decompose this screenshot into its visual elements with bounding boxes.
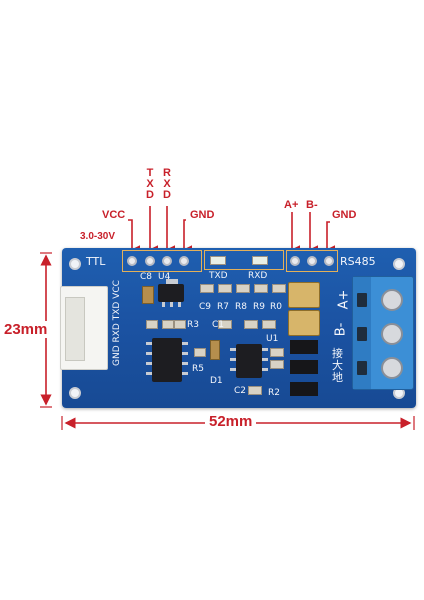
mount-hole xyxy=(69,258,81,270)
vcc-arrow xyxy=(128,219,140,255)
driver-chip xyxy=(236,344,262,378)
b-minus-silk: B- xyxy=(333,322,349,337)
c1-silk: C1 xyxy=(212,320,225,330)
txd-label: T X D xyxy=(144,168,156,201)
smd-part xyxy=(162,320,174,329)
rs485-silk: RS485 xyxy=(340,255,376,268)
led-outline xyxy=(204,250,284,270)
r8-silk: R8 xyxy=(235,302,247,312)
u4-silk: U4 xyxy=(158,272,171,282)
b-minus-label: B- xyxy=(306,199,318,211)
r2-silk: R2 xyxy=(268,388,280,398)
a-plus-label: A+ xyxy=(284,199,299,211)
regulator-chip xyxy=(158,284,184,302)
jst-connector xyxy=(60,286,108,370)
terminal-screw xyxy=(381,357,403,379)
smd-part xyxy=(146,320,158,329)
txd-letter-t: T xyxy=(146,167,154,179)
txd-letter-d: D xyxy=(146,189,154,201)
header-pad-gnd2 xyxy=(324,256,334,266)
gnd-left-label: GND xyxy=(190,209,215,221)
gnd-right-label: GND xyxy=(332,209,357,221)
vcc-label: VCC xyxy=(102,209,126,221)
smd-part xyxy=(254,284,268,293)
a-plus-silk: A+ xyxy=(336,289,352,310)
ttl-header-outline xyxy=(122,250,202,272)
rxd-led xyxy=(252,256,268,265)
connector-pin-silk: GND RXD TXD VCC xyxy=(112,280,122,366)
protection-diode-2 xyxy=(290,360,318,374)
header-pad-txd xyxy=(145,256,155,266)
txd-led xyxy=(210,256,226,265)
ttl-silk: TTL xyxy=(86,255,106,268)
r9-silk: R9 xyxy=(253,302,265,312)
smd-part xyxy=(218,284,232,293)
r5-silk: R5 xyxy=(192,364,204,374)
mount-hole xyxy=(69,387,81,399)
smd-part xyxy=(218,320,232,329)
terminal-screw xyxy=(381,323,403,345)
transceiver-chip xyxy=(152,338,182,382)
c8-silk: C8 xyxy=(140,272,153,282)
header-pad-rxd xyxy=(162,256,172,266)
c9-silk: C9 xyxy=(199,302,212,312)
r10-silk: R0 xyxy=(270,302,282,312)
rxd-led-silk: RXD xyxy=(248,271,268,281)
header-pad-gnd xyxy=(179,256,189,266)
tantalum-cap xyxy=(142,286,154,304)
smd-part xyxy=(236,284,250,293)
txd-letter-x: X xyxy=(146,178,154,190)
header-pad-b xyxy=(307,256,317,266)
smd-part xyxy=(272,284,286,293)
smd-part xyxy=(244,320,258,329)
smd-part xyxy=(200,284,214,293)
vcc-range-label: 3.0-30V xyxy=(80,231,116,242)
terminal-screw xyxy=(381,289,403,311)
gnd-left-arrow xyxy=(182,219,192,255)
r3-silk: R3 xyxy=(187,320,199,330)
r7-silk: R7 xyxy=(217,302,229,312)
rxd-label: R X D xyxy=(161,168,173,201)
protection-diode-3 xyxy=(290,382,318,396)
screw-terminal xyxy=(352,276,414,390)
rxd-letter-r: R xyxy=(163,167,171,179)
height-dimension: 23mm xyxy=(2,321,50,338)
ground-cn-silk: 接大地 xyxy=(332,347,343,384)
rxd-letter-x: X xyxy=(163,178,171,190)
smd-part xyxy=(194,348,206,357)
d1-silk: D1 xyxy=(210,376,223,386)
width-dimension: 52mm xyxy=(205,413,257,430)
mount-hole xyxy=(393,258,405,270)
smd-part xyxy=(262,320,276,329)
c2-silk: C2 xyxy=(234,386,247,396)
diode-d1 xyxy=(210,340,220,360)
protection-diode-1 xyxy=(290,340,318,354)
smd-part xyxy=(248,386,262,395)
smd-part xyxy=(174,320,186,329)
smd-part xyxy=(270,360,284,369)
u1-silk: U1 xyxy=(266,334,279,344)
header-pad-a xyxy=(290,256,300,266)
tvs-protection-1 xyxy=(288,282,320,308)
smd-part xyxy=(270,348,284,357)
pcb-board: TTL TXD RXD RS485 GND RXD TXD VCC C8 U4 … xyxy=(60,248,416,408)
rs485-header-outline xyxy=(286,250,338,272)
txd-led-silk: TXD xyxy=(209,271,228,281)
header-pad-vcc xyxy=(127,256,137,266)
gnd-right-arrow xyxy=(325,221,335,255)
tvs-protection-2 xyxy=(288,310,320,336)
rxd-letter-d: D xyxy=(163,189,171,201)
